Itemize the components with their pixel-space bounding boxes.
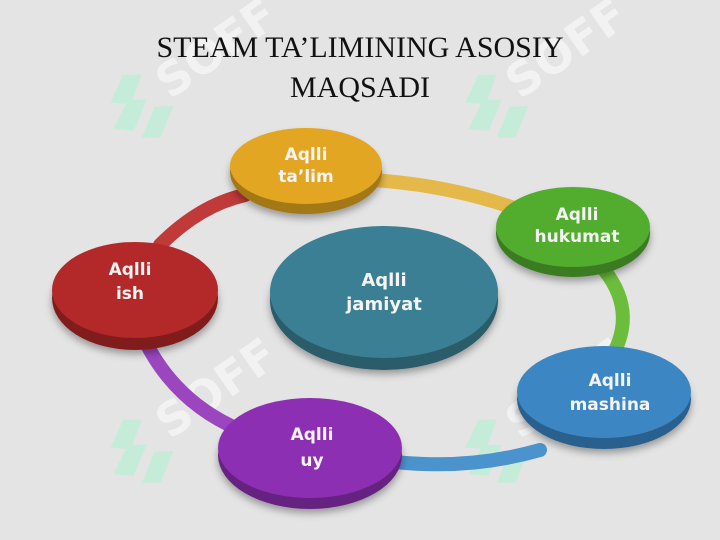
node-ish-line-1: Aqlli — [109, 260, 152, 280]
node-uy-line-1: Aqlli — [291, 425, 334, 445]
node-talim-line-2: ta’lim — [278, 167, 333, 187]
node-hukumat-line-2: hukumat — [535, 227, 620, 247]
node-ish: Aqlli ish — [52, 242, 218, 350]
node-talim-line-1: Aqlli — [285, 145, 328, 165]
ring-arc-ish-talim — [153, 188, 252, 252]
node-ish-line-2: ish — [116, 284, 144, 304]
node-hukumat-line-1: Aqlli — [556, 205, 599, 225]
node-mashina-line-1: Aqlli — [589, 371, 632, 391]
ring-arc-talim-hukumat — [365, 173, 527, 217]
node-mashina: Aqlli mashina — [517, 346, 691, 449]
ring-arc-mashina-uy — [388, 443, 547, 472]
center-node: Aqlli jamiyat — [270, 226, 498, 370]
title-line-2: MAQSADI — [289, 71, 430, 104]
node-uy-line-2: uy — [300, 451, 323, 471]
center-label-line-2: jamiyat — [345, 294, 422, 315]
center-label-line-1: Aqlli — [361, 270, 406, 291]
node-hukumat: Aqlli hukumat — [496, 187, 650, 277]
node-mashina-line-2: mashina — [570, 395, 651, 415]
node-uy: Aqlli uy — [218, 398, 402, 509]
node-talim: Aqlli ta’lim — [230, 128, 382, 214]
page-title: STEAM TA’LIMINING ASOSIY MAQSADI — [0, 28, 720, 108]
title-line-1: STEAM TA’LIMINING ASOSIY — [156, 31, 564, 64]
